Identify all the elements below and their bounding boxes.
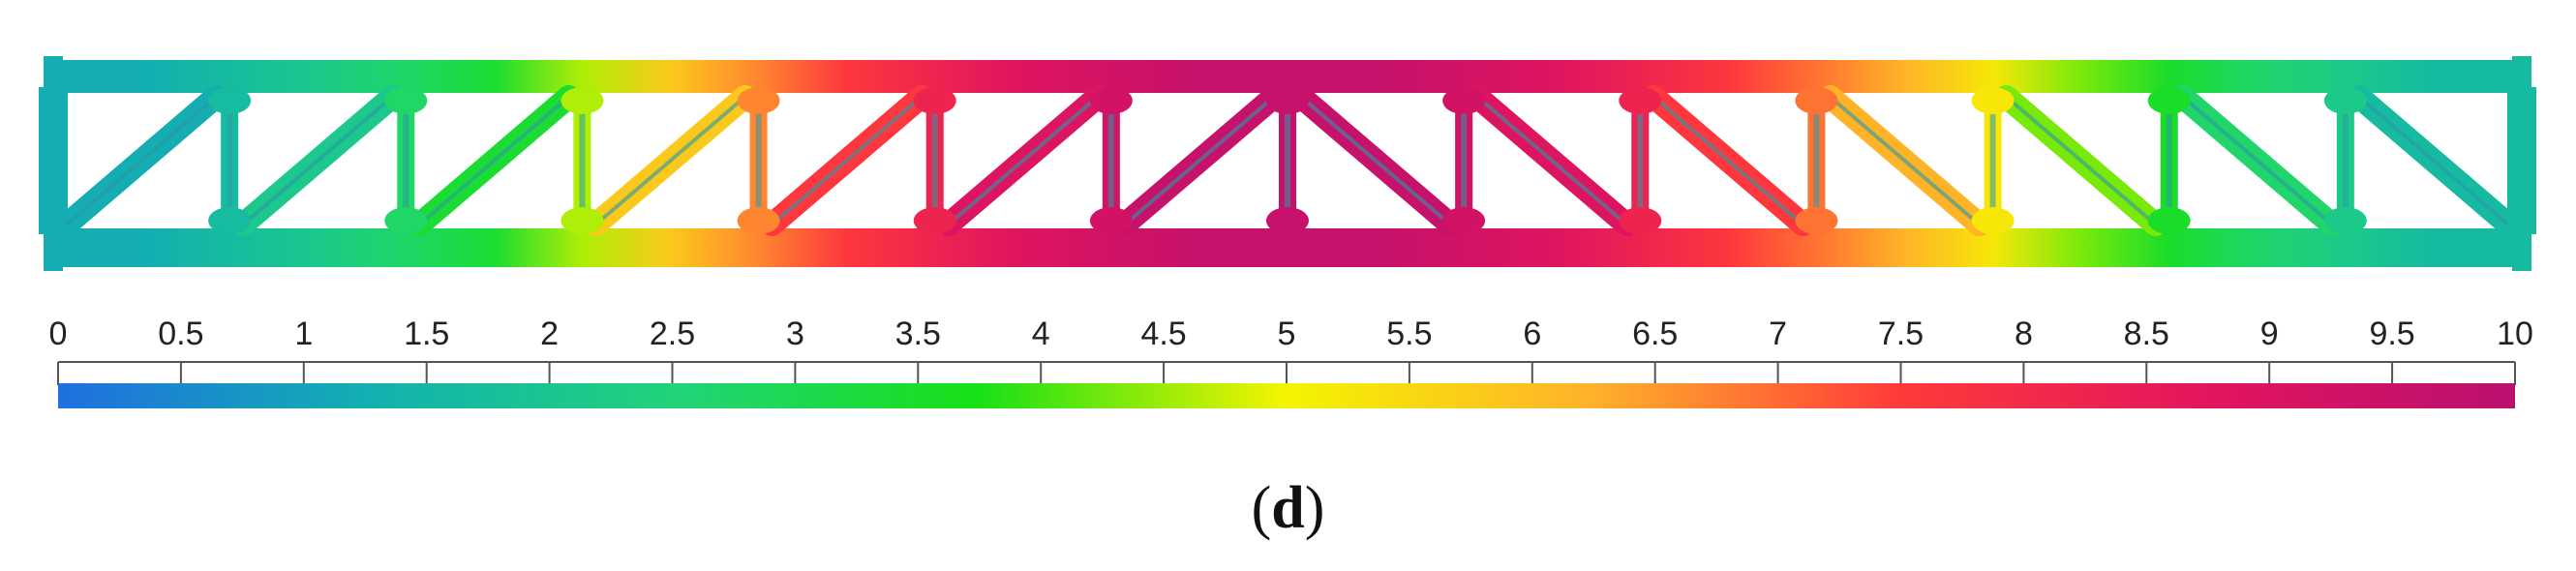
bottom-gusset (2147, 207, 2191, 234)
top-gusset (1795, 87, 1838, 114)
bottom-gusset (1442, 207, 1486, 234)
scale-tick-label: 6.5 (1632, 316, 1678, 352)
vertical-member-edge (579, 97, 586, 225)
top-gusset (1089, 87, 1133, 114)
scale-tick-label: 4.5 (1140, 316, 1186, 352)
scale-tick-label: 6 (1523, 316, 1541, 352)
bottom-gusset (913, 207, 956, 234)
diagonal-member-edge (771, 95, 924, 226)
color-scale: 0 0.5 1 1.5 2 2.5 3 3.5 4 4.5 5 5.5 6 6.5 7 7.5 8 8.5 9 9.5… (49, 316, 2533, 408)
scale-tick-labels: 0 0.5 1 1.5 2 2.5 3 3.5 4 4.5 5 5.5 6 6.5 7 7.5 8 8.5 9 9.5… (49, 316, 2533, 352)
top-gusset (561, 87, 604, 114)
top-gusset (1619, 87, 1662, 114)
bottom-gusset (208, 207, 252, 234)
diagonal-member-edge (241, 95, 394, 226)
diagonal-member-edge (2181, 95, 2334, 226)
top-gusset (208, 87, 252, 114)
scale-tick-label: 9.5 (2369, 316, 2414, 352)
diagonal-member-edge (65, 95, 218, 226)
vertical-member-edge (755, 97, 762, 225)
diagonal-member-edge (2357, 95, 2510, 226)
bottom-gusset (737, 207, 780, 234)
scale-tick-label: 5 (1278, 316, 1296, 352)
scale-tick-label: 5.5 (1386, 316, 1432, 352)
diagonal-member-edge (2005, 95, 2158, 226)
bottom-gusset (561, 207, 604, 234)
end-post (44, 56, 63, 271)
diagonal-member-edge (1652, 95, 1804, 226)
vertical-member-edge (1637, 97, 1644, 225)
top-gusset (2147, 87, 2191, 114)
bottom-gusset (1619, 207, 1662, 234)
bottom-chord (53, 228, 2522, 267)
top-gusset (2323, 87, 2367, 114)
diagonal-member-edge (594, 95, 746, 226)
vertical-member-edge (403, 97, 409, 225)
scale-tick-marks (57, 362, 2516, 385)
truss-members (39, 56, 2536, 271)
caption-close-paren: ) (1304, 475, 1325, 541)
bottom-gusset (1266, 207, 1309, 234)
caption-letter: d (1271, 475, 1305, 541)
vertical-member-edge (2342, 97, 2349, 225)
diagonal-member-edge (1299, 95, 1452, 226)
vertical-member-edge (1285, 97, 1290, 225)
scale-tick-label: 2.5 (650, 316, 695, 352)
vertical-member-edge (227, 97, 233, 225)
top-gusset (737, 87, 780, 114)
scale-tick-label: 4 (1032, 316, 1050, 352)
vertical-member-edge (1813, 97, 1820, 225)
top-gusset (1442, 87, 1486, 114)
bottom-gusset (1971, 207, 2015, 234)
scale-tick-label: 8 (2015, 316, 2033, 352)
vertical-member-edge (2166, 97, 2172, 225)
top-gusset (1971, 87, 2015, 114)
scale-tick-label: 7 (1769, 316, 1787, 352)
bottom-gusset (2323, 207, 2367, 234)
bottom-gusset (1089, 207, 1133, 234)
scale-tick-label: 8.5 (2124, 316, 2169, 352)
diagonal-member-edge (417, 95, 570, 226)
diagonal-member-edge (1123, 95, 1276, 226)
diagonal-member-edge (947, 95, 1100, 226)
scale-tick-label: 3 (786, 316, 804, 352)
diagonal-member-edge (1475, 95, 1628, 226)
scale-tick-label: 2 (540, 316, 559, 352)
vertical-member-edge (1461, 97, 1468, 225)
caption-open-paren: ( (1251, 475, 1272, 541)
scale-tick-label: 0.5 (158, 316, 203, 352)
top-gusset (384, 87, 428, 114)
scale-tick-label: 7.5 (1878, 316, 1924, 352)
end-post (2512, 56, 2531, 271)
scale-tick-label: 10 (2497, 316, 2533, 352)
vertical-member-edge (1107, 97, 1114, 225)
bottom-gusset (384, 207, 428, 234)
scale-tick-label: 1.5 (404, 316, 449, 352)
scale-tick-label: 0 (49, 316, 68, 352)
top-gusset (1266, 87, 1309, 114)
diagonal-member-edge (1829, 95, 1981, 226)
figure-caption: (d) (0, 474, 2576, 543)
vertical-member-edge (931, 97, 938, 225)
vertical-member-edge (1989, 97, 1996, 225)
scale-tick-label: 3.5 (895, 316, 941, 352)
truss-heatmap (39, 56, 2536, 271)
color-scale-bar (58, 383, 2515, 408)
top-gusset (913, 87, 956, 114)
bottom-gusset (1795, 207, 1838, 234)
scale-tick-label: 9 (2260, 316, 2279, 352)
scale-tick-label: 1 (294, 316, 313, 352)
